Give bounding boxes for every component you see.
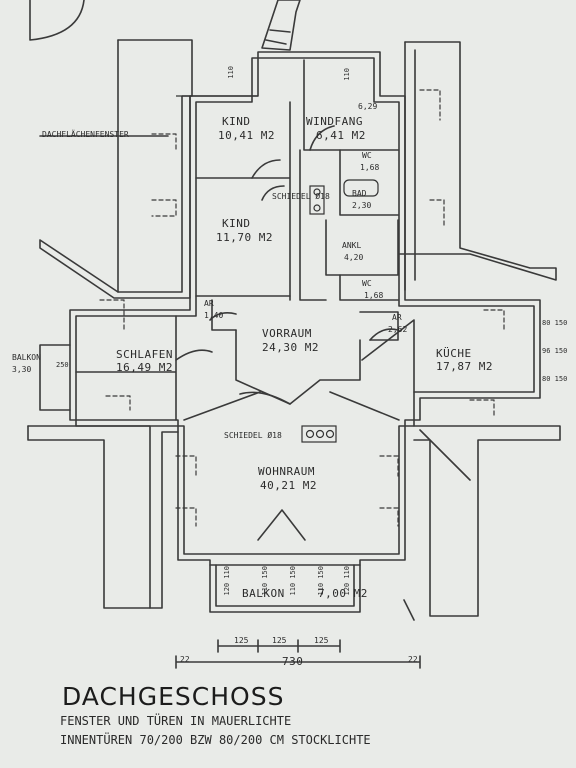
room-kind2-area: 11,70 M2 xyxy=(216,231,273,244)
label-right-80-150b: 80 150 xyxy=(542,375,568,383)
roof-block-right xyxy=(413,425,561,617)
door-swing-wohn xyxy=(257,509,306,541)
room-vorraum-area: 24,30 M2 xyxy=(262,341,319,354)
room-windfang-area: 6,41 M2 xyxy=(316,129,366,142)
room-balkon-west-name: BALKON xyxy=(12,353,41,362)
room-bad-name: BAD xyxy=(352,189,367,198)
room-ankl-name: ANKL xyxy=(342,241,362,250)
label-balkon-250: 250 xyxy=(56,361,69,369)
room-vorraum-name: VORRAUM xyxy=(262,327,312,340)
room-kueche-name: KÜCHE xyxy=(436,347,472,360)
room-ar1-name: AR xyxy=(204,299,214,308)
dim-right-22: 22 xyxy=(408,655,418,664)
outer-wall xyxy=(69,51,541,566)
bathtub xyxy=(343,179,379,197)
schiedel-chimney-top xyxy=(309,185,325,215)
balkon-south xyxy=(209,564,361,613)
room-ar2-name: AR xyxy=(392,313,402,322)
label-dachflaechenfenster: DACHFLÄCHENFENSTER xyxy=(42,130,129,139)
dim-line-bottom xyxy=(175,655,421,669)
room-kind1-name: KIND xyxy=(222,115,251,128)
label-schiedel-wohn: SCHIEDEL Ø18 xyxy=(224,431,282,440)
room-kind1-area: 10,41 M2 xyxy=(218,129,275,142)
room-schlafen-name: SCHLAFEN xyxy=(116,348,173,361)
balkon-window-dim-3: 110 150 xyxy=(289,566,297,596)
room-wohnraum-area: 40,21 M2 xyxy=(260,479,317,492)
room-balkon-south-name: BALKON xyxy=(242,587,285,600)
dim-seg1: 125 xyxy=(234,636,249,645)
stove xyxy=(301,425,337,443)
label-629: 6,29 xyxy=(358,102,378,111)
balkon-window-dim-1: 120 110 xyxy=(223,566,231,596)
room-ankl-area: 4,20 xyxy=(344,253,364,262)
room-wc2-area: 1,68 xyxy=(364,291,384,300)
door-swing-kind2 xyxy=(261,185,285,201)
dim-left-22: 22 xyxy=(180,655,190,664)
room-kueche-area: 17,87 M2 xyxy=(436,360,493,373)
room-wohnraum-name: WOHNRAUM xyxy=(258,465,315,478)
note-line-2: INNENTÜREN 70/200 BZW 80/200 CM STOCKLIC… xyxy=(60,733,371,747)
note-line-1: FENSTER UND TÜREN IN MAUERLICHTE xyxy=(60,714,292,728)
label-top-110a: 110 xyxy=(227,66,235,79)
chimney xyxy=(261,0,301,51)
balkon-window-dim-4: 110 150 xyxy=(317,566,325,596)
door-swing-windfang xyxy=(309,125,335,151)
room-wc2-name: WC xyxy=(362,279,372,288)
label-right-96-150: 96 150 xyxy=(542,347,568,355)
door-swing-schlafen xyxy=(175,349,213,361)
wall-kind1 xyxy=(195,101,291,301)
label-right-80-150: 80 150 xyxy=(542,319,568,327)
room-ar2-area: 2,62 xyxy=(388,325,408,334)
room-wc1-area: 1,68 xyxy=(360,163,380,172)
roof-block-left xyxy=(27,425,179,609)
plan-title: DACHGESCHOSS xyxy=(62,682,285,711)
room-schlafen-area: 16,49 M2 xyxy=(116,361,173,374)
roof-strip-right xyxy=(399,41,557,281)
dim-total: 730 xyxy=(282,655,304,668)
door-swing-topleft xyxy=(29,0,85,41)
wall-wohn-top xyxy=(183,391,400,421)
dim-seg3: 125 xyxy=(314,636,329,645)
balkon-window-dim-2: 110 150 xyxy=(261,566,269,596)
balkon-window-dim-5: 120 110 xyxy=(343,566,351,596)
room-balkon-south-area: 7,00 M2 xyxy=(318,587,368,600)
balkon-west xyxy=(39,344,71,411)
roof-window-1 xyxy=(151,133,177,151)
label-top-110b: 110 xyxy=(343,68,351,81)
room-windfang-name: WINDFANG xyxy=(306,115,363,128)
room-wc1-name: WC xyxy=(362,151,372,160)
door-swing-kind1 xyxy=(251,159,281,179)
room-ar1-area: 1,40 xyxy=(204,311,224,320)
label-schiedel-top: SCHIEDEL Ø18 xyxy=(272,192,330,201)
room-kind2-name: KIND xyxy=(222,217,251,230)
room-balkon-west-area: 3,30 xyxy=(12,365,32,374)
wall-schlafen xyxy=(75,315,177,421)
dim-seg2: 125 xyxy=(272,636,287,645)
room-bad-area: 2,30 xyxy=(352,201,372,210)
roof-strip-left xyxy=(39,39,193,299)
